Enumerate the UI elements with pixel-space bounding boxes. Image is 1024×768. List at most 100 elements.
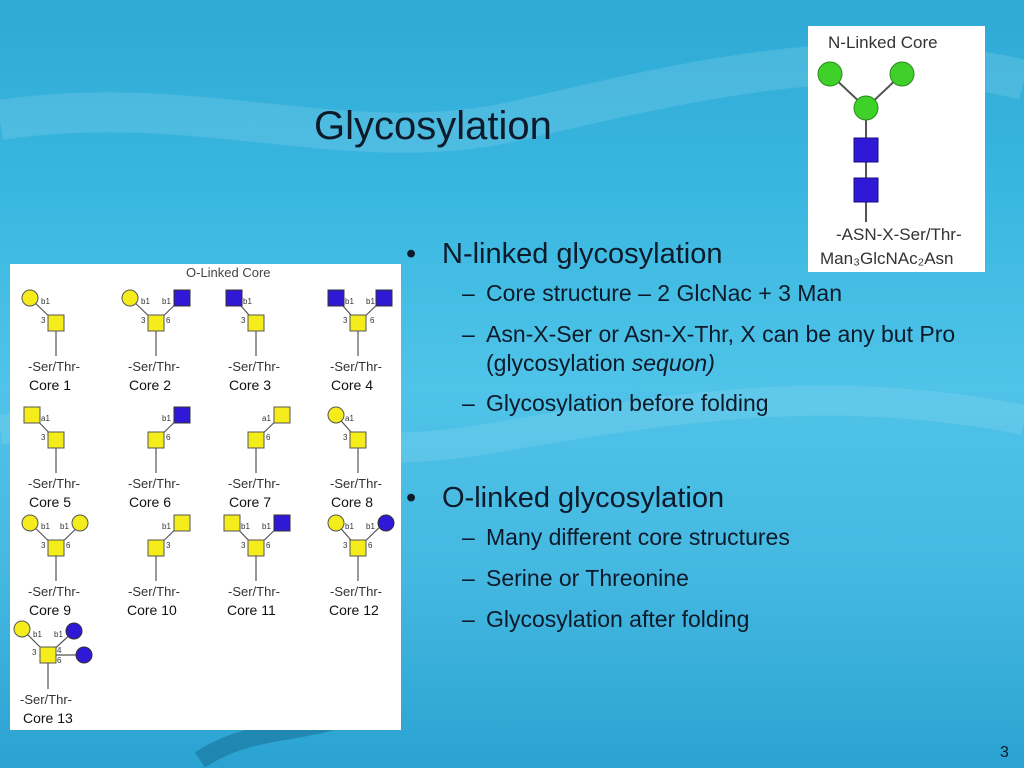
svg-text:b1: b1 [345,297,354,306]
svg-text:-Ser/Thr-: -Ser/Thr- [228,584,280,599]
mannose-icon [889,61,915,87]
svg-text:b1: b1 [366,297,375,306]
svg-text:a1: a1 [41,414,50,423]
core-10: b1 3 -Ser/Thr- Core 10 [127,514,191,618]
svg-text:-Ser/Thr-: -Ser/Thr- [28,359,80,374]
bullet-n-linked: • N-linked glycosylation [404,238,1019,271]
n-point-2: Asn-X-Ser or Asn-X-Thr, X can be any but… [486,320,956,376]
svg-text:Core 8: Core 8 [331,494,373,510]
svg-text:b1: b1 [141,297,150,306]
svg-text:b1: b1 [41,297,50,306]
o-figure-title: O-Linked Core [186,265,271,280]
svg-text:3: 3 [343,433,348,442]
svg-text:-Ser/Thr-: -Ser/Thr- [128,584,180,599]
core-12: b1 b1 3 6 -Ser/Thr- Core 12 [327,514,395,618]
sub-bullet: –Many different core structures [462,524,790,550]
svg-text:3: 3 [343,541,348,550]
sub-bullet: –Glycosylation before folding [462,390,769,417]
sub-bullet: –Serine or Threonine [462,564,689,591]
svg-text:3: 3 [343,316,348,325]
svg-text:b1: b1 [33,630,42,639]
svg-text:b1: b1 [241,522,250,531]
n-linked-heading: N-linked glycosylation [442,238,723,270]
n-figure-formula: Man₃GlcNAc₂Asn [820,249,954,268]
svg-text:Core 11: Core 11 [227,602,276,618]
svg-text:a1: a1 [262,414,271,423]
svg-text:Core 9: Core 9 [29,602,71,618]
svg-text:Core 2: Core 2 [129,377,171,393]
core-4: b1 b1 3 6 -Ser/Thr- Core 4 [327,289,393,393]
svg-text:-Ser/Thr-: -Ser/Thr- [330,584,382,599]
n-linked-core-figure: N-Linked Core -ASN-X-Ser/Thr- Man₃GlcNAc… [808,26,985,272]
svg-text:Core 10: Core 10 [127,602,177,618]
svg-text:3: 3 [141,316,146,325]
svg-text:b1: b1 [262,522,271,531]
slide-title: Glycosylation [314,104,552,148]
svg-text:4: 4 [57,646,62,655]
slide-number: 3 [1000,744,1009,761]
mannose-icon [817,61,843,87]
core-6: b1 6 -Ser/Thr- Core 6 [128,406,191,510]
svg-text:-Ser/Thr-: -Ser/Thr- [228,359,280,374]
mannose-icon [853,95,879,121]
svg-text:6: 6 [266,433,271,442]
o-point-2: Serine or Threonine [486,564,689,591]
n-figure-attach: -ASN-X-Ser/Thr- [836,225,962,244]
glcnac-icon [853,177,879,203]
svg-text:3: 3 [241,541,246,550]
core-2: b1 b1 3 6 -Ser/Thr- Core 2 [121,289,191,393]
svg-text:b1: b1 [162,522,171,531]
core-3: b1 3 -Ser/Thr- Core 3 [225,289,280,393]
svg-text:-Ser/Thr-: -Ser/Thr- [330,359,382,374]
core-7: a1 6 -Ser/Thr- Core 7 [228,406,291,510]
svg-text:-Ser/Thr-: -Ser/Thr- [330,476,382,491]
svg-text:Core 12: Core 12 [329,602,379,618]
svg-text:b1: b1 [60,522,69,531]
svg-text:6: 6 [166,316,171,325]
svg-text:b1: b1 [162,414,171,423]
svg-text:-Ser/Thr-: -Ser/Thr- [128,476,180,491]
core-5: a1 3 -Ser/Thr- Core 5 [23,406,80,510]
o-point-1: Many different core structures [486,524,790,550]
svg-text:-Ser/Thr-: -Ser/Thr- [20,692,72,707]
sub-bullet: –Asn-X-Ser or Asn-X-Thr, X can be any bu… [462,320,956,376]
svg-text:3: 3 [41,433,46,442]
svg-text:-Ser/Thr-: -Ser/Thr- [28,584,80,599]
svg-text:Core 6: Core 6 [129,494,171,510]
svg-text:3: 3 [32,648,37,657]
svg-text:b1: b1 [54,630,63,639]
svg-text:3: 3 [41,541,46,550]
svg-text:Core 1: Core 1 [29,377,71,393]
svg-text:b1: b1 [162,297,171,306]
svg-text:a1: a1 [345,414,354,423]
svg-text:b1: b1 [243,297,252,306]
n-point-3: Glycosylation before folding [486,390,769,417]
o-linked-core-figure: O-Linked Core b1 3 -Ser/Thr- Core 1 b1 b… [10,264,401,730]
svg-text:6: 6 [368,541,373,550]
svg-text:3: 3 [166,541,171,550]
svg-text:b1: b1 [41,522,50,531]
svg-text:6: 6 [266,541,271,550]
o-linked-heading: O-linked glycosylation [442,482,725,514]
n-point-2-italic: sequon) [631,349,715,376]
svg-text:b1: b1 [345,522,354,531]
svg-text:-Ser/Thr-: -Ser/Thr- [128,359,180,374]
svg-text:Core 5: Core 5 [29,494,71,510]
svg-text:6: 6 [66,541,71,550]
sub-bullet: –Core structure – 2 GlcNac + 3 Man [462,280,843,306]
o-point-3: Glycosylation after folding [486,605,750,632]
core-13: b1 b1 3 4 6 -Ser/Thr- Core 13 [13,620,93,726]
svg-text:-Ser/Thr-: -Ser/Thr- [28,476,80,491]
core-9: b1 b1 3 6 -Ser/Thr- Core 9 [21,514,89,618]
bullet-o-linked: • O-linked glycosylation [404,482,1019,515]
svg-text:6: 6 [57,656,62,665]
svg-text:Core 3: Core 3 [229,377,271,393]
svg-text:3: 3 [241,316,246,325]
svg-text:6: 6 [166,433,171,442]
sub-bullet: –Glycosylation after folding [462,605,750,632]
svg-text:Core 13: Core 13 [23,710,73,726]
svg-text:-Ser/Thr-: -Ser/Thr- [228,476,280,491]
n-figure-title: N-Linked Core [828,33,938,52]
svg-text:b1: b1 [366,522,375,531]
core-11: b1 b1 3 6 -Ser/Thr- Core 11 [223,514,291,618]
